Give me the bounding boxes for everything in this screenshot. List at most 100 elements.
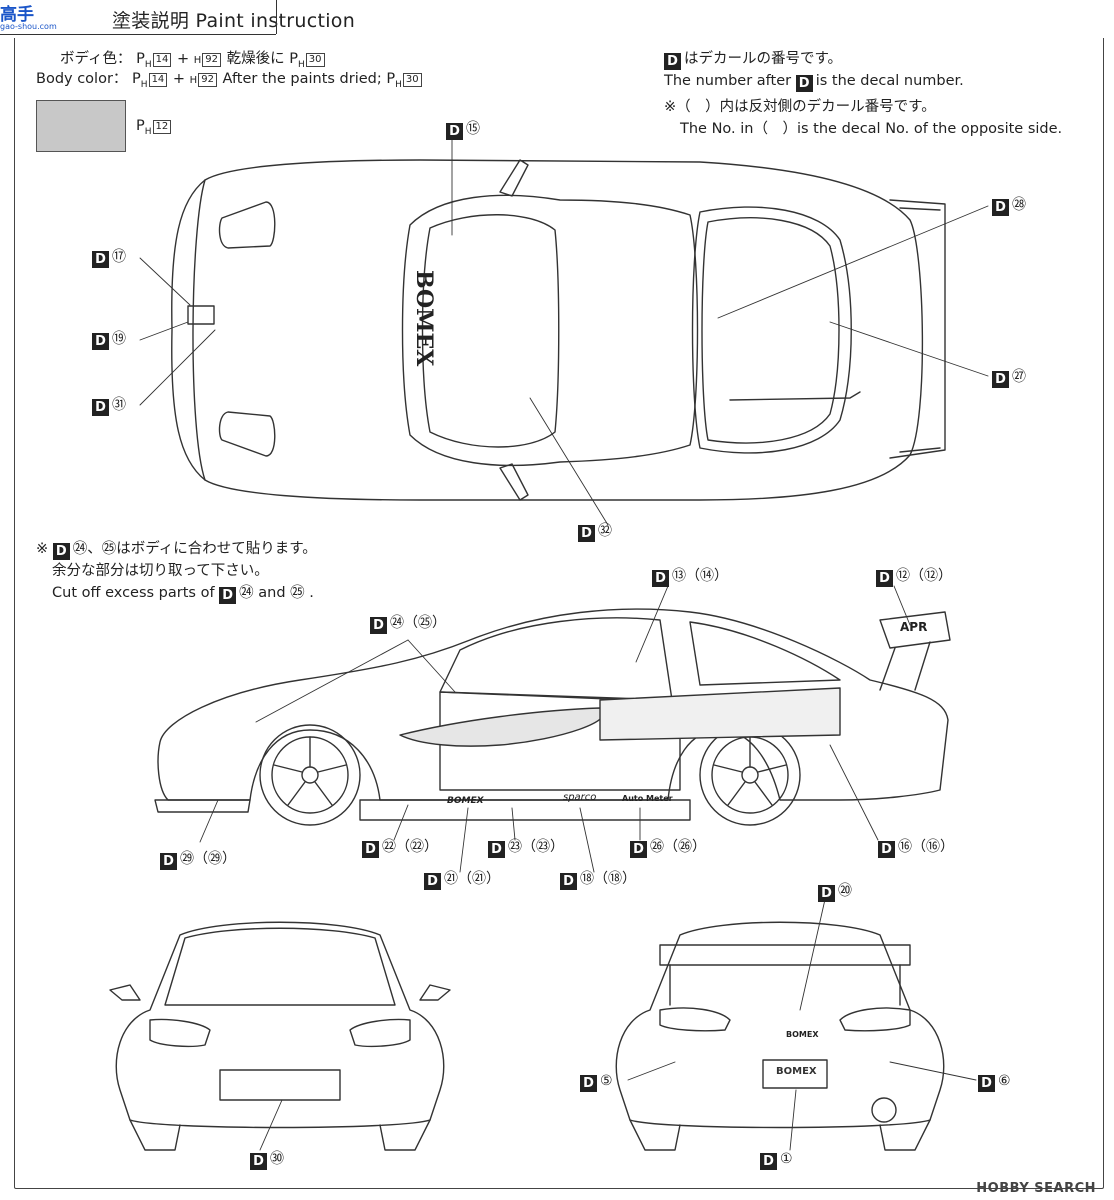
top-rear-wiper (729, 391, 861, 401)
decal-number: ⑲ (112, 331, 126, 347)
top-rear-glass-inner (701, 217, 840, 444)
h-mark: H (189, 75, 198, 86)
rear-taillight-left (659, 1007, 731, 1032)
decal-mark: D (795, 75, 813, 92)
decal-mark: D (652, 570, 669, 587)
paint-code-30: 30 (305, 53, 325, 67)
side-spoiler-stays (879, 641, 931, 691)
note-text: The number after (664, 73, 792, 89)
paint-code-14: 14 (152, 53, 172, 67)
decal-number: ⑥ (998, 1073, 1011, 1089)
decal-mark: D (992, 371, 1009, 388)
decal-number: ㉖（㉖） (650, 839, 706, 855)
rear-leader-lines (627, 894, 977, 1151)
top-windshield (421, 214, 560, 448)
decal-number: ⑰ (112, 249, 126, 265)
decal-number: ㉔（㉕） (390, 615, 446, 631)
front-tires (129, 1119, 431, 1151)
top-mirror-left (499, 159, 529, 197)
side-front-splitter (154, 799, 251, 813)
top-bomex-decal: BOMEX (411, 270, 437, 367)
side-sparco-decal: sparco (563, 792, 597, 803)
top-body-outline (171, 159, 924, 501)
car-top-view (171, 159, 946, 501)
side-door (439, 691, 681, 791)
decal-number: ㉚ (270, 1151, 284, 1167)
rear-body-outline (615, 921, 945, 1129)
note-text: Cut off excess parts of (52, 585, 215, 601)
side-skirt (359, 799, 691, 821)
top-headlight-left (218, 201, 276, 249)
header-rule (0, 34, 276, 35)
note-paren-en: The No. in（ ）is the decal No. of the opp… (680, 121, 1063, 137)
ph-mark: PH (136, 51, 152, 70)
decal-mark: D (630, 841, 647, 858)
decal-number: ① (780, 1151, 793, 1167)
decal-mark: D (488, 841, 505, 858)
side-rear-window (689, 621, 841, 686)
decal-number: ㉘ (1012, 197, 1026, 213)
top-spoiler-edges (899, 207, 941, 453)
front-mirrors (109, 984, 451, 1001)
rear-spoiler-stays (669, 964, 901, 1006)
decal-number: ㉛ (112, 397, 126, 413)
decal-mark: D (878, 841, 895, 858)
decal-mark: D (446, 123, 463, 140)
car-rear-view (615, 894, 977, 1151)
rear-exhaust (871, 1097, 897, 1123)
body-color-label-jp: ボディ色： (60, 51, 132, 67)
side-hub-front (301, 766, 319, 784)
decal-mark: D (362, 841, 379, 858)
car-side-view (154, 608, 951, 826)
decal-mark: D (664, 53, 681, 70)
note-text: is the decal number. (815, 73, 964, 89)
side-graphic-bird (399, 707, 605, 747)
asterisk: ※ (36, 541, 49, 557)
decal-mark: D (578, 525, 595, 542)
paint-code-30: 30 (402, 73, 422, 87)
decal-number: ⑱（⑱） (580, 871, 636, 887)
cut-note-jp-2: 余分な部分は切り取って下さい。 (52, 563, 269, 579)
decal-mark: D (92, 399, 109, 416)
note-text: はデカールの番号です。 (684, 51, 843, 67)
decal-mark: D (370, 617, 387, 634)
rear-bomex-decal: BOMEX (786, 1030, 819, 1039)
note-text: ㉔、㉕はボディに合わせて貼ります。 (72, 541, 317, 557)
h-mark: H (193, 55, 202, 66)
side-body-outline (157, 608, 949, 801)
note-paren-jp: ※（ ）内は反対側のデカール番号です。 (664, 99, 936, 115)
decal-mark: D (760, 1153, 777, 1170)
decal-number: ⑤ (600, 1073, 613, 1089)
rear-tires (629, 1119, 931, 1151)
paint-code-12: 12 (152, 120, 172, 134)
front-body-outline (115, 921, 445, 1129)
after-dried-en: After the paints dried; (222, 71, 382, 87)
top-mirror-right (499, 463, 529, 501)
decal-number: ⑮ (466, 121, 480, 137)
front-headlight-left (149, 1018, 211, 1048)
side-spokes-rear (713, 736, 787, 806)
side-autometer-decal: Auto Meter (622, 794, 673, 803)
decal-mark: D (92, 251, 109, 268)
decal-number: ㉑（㉑） (444, 871, 500, 887)
paint-swatch (36, 100, 126, 152)
side-wheel-front (259, 724, 361, 826)
side-spokes-front (273, 736, 347, 806)
side-graphic-stripe (599, 687, 841, 741)
